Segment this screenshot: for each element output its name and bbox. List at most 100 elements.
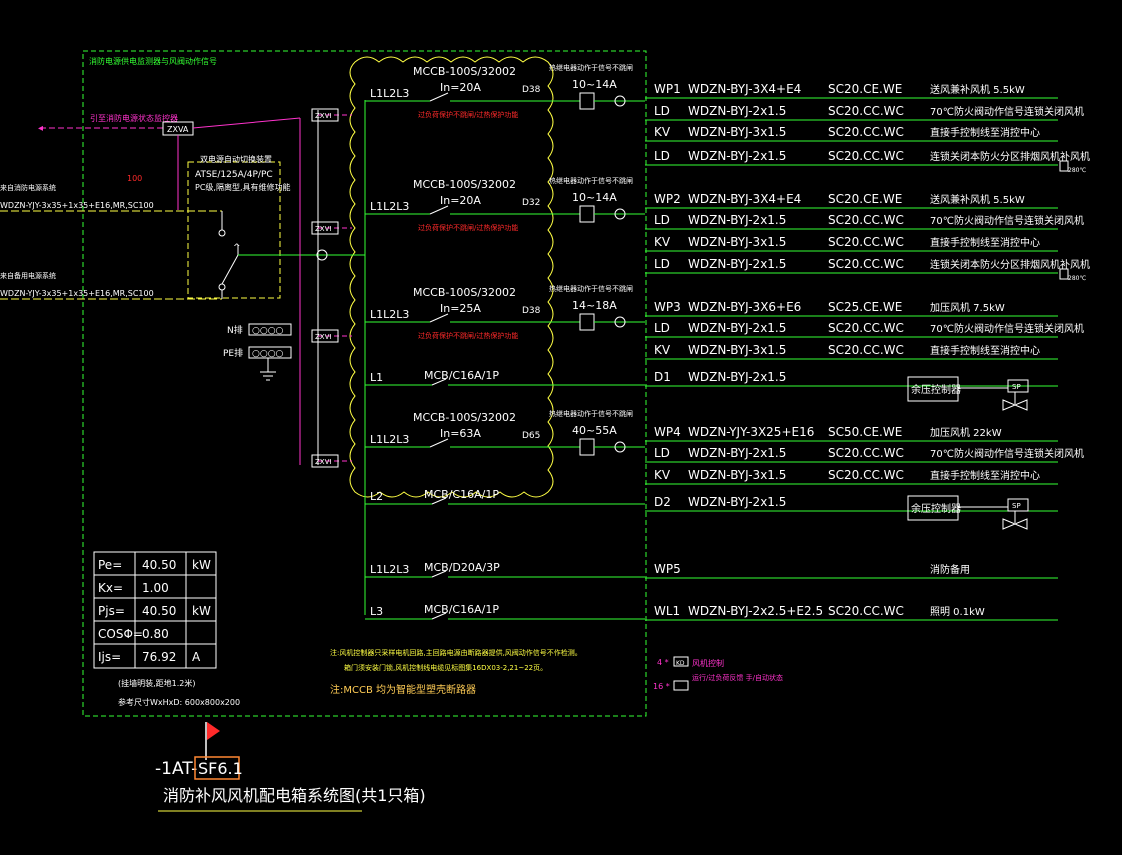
sp-label: SP bbox=[1012, 383, 1021, 391]
calc-label: Kx= bbox=[98, 581, 123, 595]
feeder-relay: 40~55A bbox=[572, 424, 617, 437]
circuit-code: WP5 bbox=[654, 562, 681, 576]
zxvi-module bbox=[311, 221, 339, 235]
feeder-phase: L1L2L3 bbox=[370, 433, 409, 446]
calc-value: 40.50 bbox=[142, 604, 176, 618]
circuit-code: KV bbox=[654, 235, 671, 249]
temp-280-label: 280℃ bbox=[1068, 275, 1086, 282]
breaker-contact bbox=[429, 313, 449, 323]
small-breaker-contact bbox=[431, 612, 447, 620]
title-code-box bbox=[194, 756, 240, 780]
dim-note: (挂墙明装,距地1.2米) bbox=[118, 678, 196, 688]
small-breaker-contact bbox=[431, 570, 447, 578]
feeder-tag: D32 bbox=[522, 198, 540, 208]
circuit-cable: WDZN-BYJ-3X4+E4 bbox=[688, 192, 801, 206]
svg-text:○○○○: ○○○○ bbox=[252, 349, 284, 359]
circuit-code: LD bbox=[654, 257, 670, 271]
small-breaker-model: MCB/C16A/1P bbox=[424, 488, 499, 501]
feeder-tag: D38 bbox=[522, 306, 541, 316]
circuit-cable: WDZN-BYJ-3x1.5 bbox=[688, 468, 786, 482]
in1-title: 来自消防电源系统 bbox=[0, 183, 56, 192]
legend-symbol-1: KD bbox=[676, 660, 685, 667]
feeder-phase: L1L2L3 bbox=[370, 200, 409, 213]
zxvi-module bbox=[311, 329, 339, 343]
circuit-pipe: SC20.CC.WC bbox=[828, 125, 904, 139]
title-code: SF6.1 bbox=[198, 759, 243, 778]
flag-icon bbox=[207, 722, 220, 740]
circuit-code: LD bbox=[654, 104, 670, 118]
feeder-overload: 热继电器动作于信号不跳闸 bbox=[549, 176, 633, 185]
breaker-contact bbox=[429, 92, 449, 102]
zxvi-module bbox=[311, 108, 339, 122]
circuit-code: LD bbox=[654, 446, 670, 460]
in1-cable: WDZN-YJY-3x35+1x35+E16,MR,SC100 bbox=[0, 201, 154, 210]
circuit-code: KV bbox=[654, 468, 671, 482]
circuit-code: WP4 bbox=[654, 425, 681, 439]
circuit-cable: WDZN-BYJ-3X6+E6 bbox=[688, 300, 801, 314]
feeder-breaker: MCCB-100S/32002 bbox=[413, 65, 516, 78]
panel-boundary bbox=[82, 50, 647, 717]
breaker-contact bbox=[429, 438, 449, 448]
legend-text-2: 运行/过负荷反馈 手/自动状态 bbox=[692, 673, 783, 682]
small-breaker-phase: L3 bbox=[370, 605, 383, 618]
calc-value: 1.00 bbox=[142, 581, 169, 595]
feeder-breaker: MCCB-100S/32002 bbox=[413, 178, 516, 191]
pressure-controller-box bbox=[907, 495, 959, 521]
thermal-relay bbox=[579, 205, 595, 223]
calc-label: Pe= bbox=[98, 558, 122, 572]
pressure-controller-label: 余压控制器 bbox=[911, 383, 961, 396]
calc-label: COSΦ= bbox=[98, 627, 143, 641]
legend-count-1: 4 * bbox=[657, 658, 669, 667]
calc-unit: A bbox=[192, 650, 201, 664]
svg-text:^: ^ bbox=[233, 243, 241, 253]
circuit-pipe: SC20.CE.WE bbox=[828, 82, 902, 96]
svg-text:○○○○: ○○○○ bbox=[252, 326, 284, 336]
circuit-pipe: SC20.CE.WE bbox=[828, 192, 902, 206]
sp-sensor-box bbox=[1007, 379, 1029, 393]
size-note: 参考尺寸WxHxD: 600x800x200 bbox=[118, 697, 240, 707]
sp-label: SP bbox=[1012, 502, 1021, 510]
note-2: 箱门须安装门锁,风机控制线电缆见标图集16DX03-2,21~22页。 bbox=[344, 663, 547, 672]
circuit-desc: 70℃防火阀动作信号连锁关闭风机 bbox=[930, 105, 1084, 118]
zxvi-label: ZXVI bbox=[315, 458, 331, 466]
small-breaker-model: MCB/D20A/3P bbox=[424, 561, 500, 574]
circuit-code: D1 bbox=[654, 370, 671, 384]
current-transformer bbox=[614, 441, 626, 453]
small-breaker-contact bbox=[431, 378, 447, 386]
feeder-rating: In=20A bbox=[440, 81, 481, 94]
title-code-prefix: -1AT- bbox=[155, 759, 197, 779]
current-transformer bbox=[614, 95, 626, 107]
feeder-tag: D38 bbox=[522, 85, 541, 95]
calc-value: 76.92 bbox=[142, 650, 176, 664]
circuit-cable: WDZN-BYJ-3X4+E4 bbox=[688, 82, 801, 96]
circuit-cable: WDZN-BYJ-3x1.5 bbox=[688, 235, 786, 249]
title-name: 消防补风风机配电箱系统图(共1只箱) bbox=[163, 786, 426, 805]
circuit-pipe: SC20.CC.WC bbox=[828, 257, 904, 271]
damper-280-icon bbox=[1059, 160, 1069, 172]
pressure-controller-label: 余压控制器 bbox=[911, 502, 961, 515]
circuit-desc: 直接手控制线至消控中心 bbox=[930, 126, 1040, 139]
circuit-pipe: SC20.CC.WC bbox=[828, 468, 904, 482]
feeder-rating: In=63A bbox=[440, 427, 481, 440]
small-breaker-contact bbox=[431, 497, 447, 505]
circuit-code: KV bbox=[654, 125, 671, 139]
circuit-desc: 直接手控制线至消控中心 bbox=[930, 236, 1040, 249]
valve-icon bbox=[1002, 399, 1028, 411]
calc-value: 40.50 bbox=[142, 558, 176, 572]
n-bar-label: N排 bbox=[227, 324, 243, 336]
zxvi-label: ZXVI bbox=[315, 333, 331, 341]
breaker-contact bbox=[429, 205, 449, 215]
atse-title: 双电源自动切换装置 bbox=[200, 154, 272, 164]
feeder-phase: L1L2L3 bbox=[370, 87, 409, 100]
feeder-relay: 10~14A bbox=[572, 191, 617, 204]
zxvi-label: ZXVI bbox=[315, 112, 331, 120]
circuit-code: LD bbox=[654, 149, 670, 163]
circuit-code: KV bbox=[654, 343, 671, 357]
zxvi-label: ZXVI bbox=[315, 225, 331, 233]
feeder-protect: 过负荷保护不跳闸/过热保护功能 bbox=[418, 223, 518, 232]
circuit-desc: 连锁关闭本防火分区排烟风机补风机 bbox=[930, 150, 1090, 163]
